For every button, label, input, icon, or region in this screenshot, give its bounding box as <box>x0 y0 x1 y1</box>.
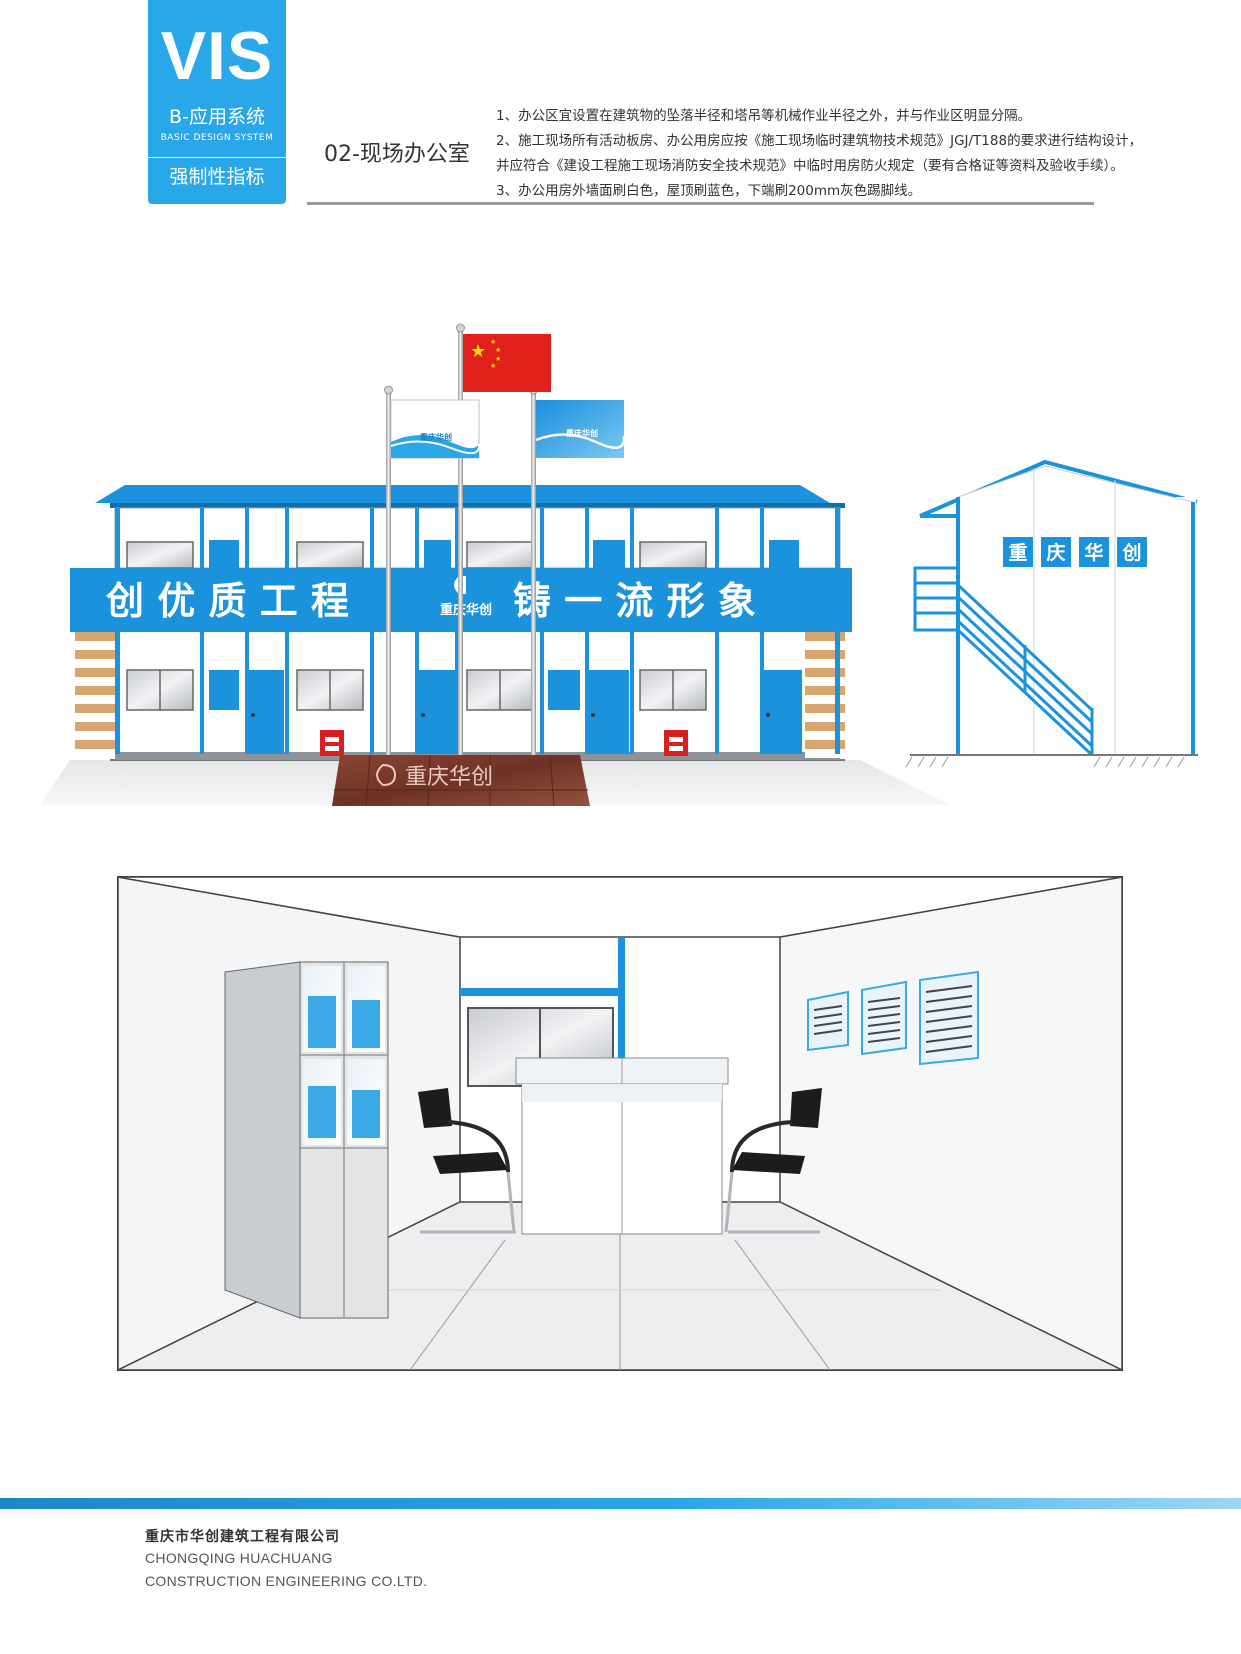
badge-tag: 强制性指标 <box>169 166 265 188</box>
company-flag-white: 重庆华创 <box>390 399 481 459</box>
banner-logo-text: 重庆华创 <box>440 602 492 618</box>
slogan-left: 创 优 质 工 程 <box>106 579 349 623</box>
fire-box-left <box>320 730 344 756</box>
footer-gradient-bar <box>0 1498 1241 1509</box>
header-divider <box>307 202 1094 205</box>
company-name-en-line2: CONSTRUCTION ENGINEERING CO.LTD. <box>145 1573 428 1589</box>
lower-floor-windows <box>126 669 802 754</box>
file-cabinet <box>224 961 389 1319</box>
slogan-right: 铸 一 流 形 象 <box>513 579 756 623</box>
flagpoles <box>384 323 538 760</box>
white-flag-logo-text: 重庆华创 <box>420 432 452 442</box>
badge-system-label: B-应用系统 <box>169 106 265 128</box>
note-line: 3、办公用房外墙面刷白色，屋顶刷蓝色，下端刷200mm灰色踢脚线。 <box>496 183 922 199</box>
side-sign-char-3: 华 <box>1084 541 1103 564</box>
reception-desk <box>515 1057 729 1235</box>
svg-text:★: ★ <box>490 362 496 370</box>
spec-notes: 1、办公区宜设置在建筑物的坠落半径和塔吊等机械作业半径之外，并与作业区明显分隔。… <box>496 104 1196 204</box>
company-name-en-line1: CHONGQING HUACHUANG <box>145 1550 333 1566</box>
blue-flag-logo-text: 重庆华创 <box>566 428 598 438</box>
note-line: 并应符合《建设工程施工现场消防安全技术规范》中临时用房防火规定（要有合格证等资料… <box>496 158 1124 174</box>
badge-divider <box>148 157 286 158</box>
flag-podium: 重庆华创 <box>332 754 590 807</box>
side-sign-char-2: 庆 <box>1046 541 1065 564</box>
company-name-cn: 重庆市华创建筑工程有限公司 <box>145 1529 340 1545</box>
side-staircase <box>913 566 1094 757</box>
office-interior <box>117 876 1123 1372</box>
note-line: 1、办公区宜设置在建筑物的坠落半径和塔吊等机械作业半径之外，并与作业区明显分隔。 <box>496 108 1032 124</box>
chair-left <box>418 1088 516 1234</box>
side-sign-char-1: 重 <box>1008 542 1027 564</box>
note-line: 2、施工现场所有活动板房、办公用房应按《施工现场临时建筑物技术规范》JGJ/T1… <box>496 133 1143 149</box>
upper-floor-windows <box>126 540 799 569</box>
company-flag-blue: 重庆华创 <box>535 400 626 458</box>
section-title: 02-现场办公室 <box>324 142 470 167</box>
national-flag: ★ ★ ★ ★ ★ <box>463 334 551 392</box>
office-building-side: 重 庆 华 创 <box>905 459 1198 768</box>
svg-text:★: ★ <box>470 341 486 362</box>
side-sign-char-4: 创 <box>1121 541 1141 564</box>
badge-vis-title: VIS <box>160 18 274 94</box>
chair-right <box>724 1088 822 1234</box>
fire-box-right <box>664 730 688 756</box>
stripe-column-left <box>75 632 115 758</box>
badge-system-en: BASIC DESIGN SYSTEM <box>160 133 274 143</box>
wall-posters <box>807 970 979 1066</box>
svg-text:★: ★ <box>490 338 496 346</box>
svg-text:★: ★ <box>495 346 501 354</box>
svg-text:★: ★ <box>495 355 501 363</box>
vis-badge: VIS B-应用系统 BASIC DESIGN SYSTEM 强制性指标 <box>148 0 286 204</box>
podium-text: 重庆华创 <box>405 765 493 790</box>
office-building-front: 创 优 质 工 程 铸 一 流 形 象 重庆华创 ★ ★ ★ ★ ★ <box>40 323 950 807</box>
